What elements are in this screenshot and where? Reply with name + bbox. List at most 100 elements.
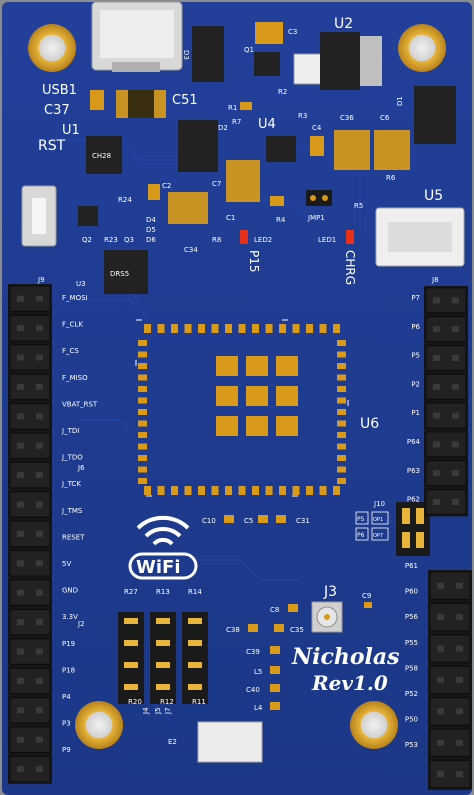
r12-label: R12 xyxy=(160,698,174,706)
r24-label: R24 xyxy=(118,196,132,204)
c37-capacitor xyxy=(90,90,104,110)
d1-diode xyxy=(414,86,456,144)
c38-label: C38 xyxy=(226,626,240,634)
wifi-logo-icon: WiFi xyxy=(128,515,198,580)
c9-label: C9 xyxy=(362,592,371,600)
c39-label: C39 xyxy=(246,648,260,656)
pin-label: P53 xyxy=(405,741,418,749)
r8-label: R8 xyxy=(212,236,221,244)
pin-label: P5 xyxy=(411,352,420,360)
c6-label: C6 xyxy=(380,114,390,122)
chrg-label: CHRG xyxy=(343,250,357,285)
u3-chip-text: DRS5 xyxy=(110,270,129,278)
c7-capacitor xyxy=(168,192,208,224)
c3-label: C3 xyxy=(288,28,297,36)
r23-label: R23 xyxy=(104,236,118,244)
pin-label: P62 xyxy=(407,496,420,504)
r1-label: R1 xyxy=(228,104,237,112)
j10-label: J10 xyxy=(373,500,385,508)
d6-label: D6 xyxy=(146,236,156,244)
pin-label: P63 xyxy=(407,467,420,475)
mounting-hole-top-left xyxy=(28,24,76,72)
pin-label: GND xyxy=(62,587,78,595)
r13-label: R13 xyxy=(156,588,170,596)
pin-label: F_CLK xyxy=(62,321,83,329)
c34-label: C34 xyxy=(184,246,198,254)
q2-transistor xyxy=(78,206,98,226)
r11-label: R11 xyxy=(192,698,206,706)
c51-label: C51 xyxy=(172,93,198,108)
u2-regulator xyxy=(320,32,360,90)
pin-label: 5V xyxy=(62,560,71,568)
d4-label: D4 xyxy=(146,216,156,224)
j4-label: J4 xyxy=(142,707,150,715)
q2-label: Q2 xyxy=(82,236,92,244)
j10-p6: P6 xyxy=(357,532,365,539)
pin-label: P52 xyxy=(405,690,418,698)
led2-indicator xyxy=(240,230,248,244)
u1-label: U1 xyxy=(62,123,80,138)
q3-label: Q3 xyxy=(124,236,134,244)
left-pin-labels: F_MOSIF_CLKF_CSF_MISOVBAT_RSTJ_TDIJ_TDOJ… xyxy=(61,294,98,754)
usb1-label: USB1 xyxy=(42,83,77,98)
j2-label: J2 xyxy=(77,620,85,628)
small-connector xyxy=(293,53,323,85)
pin-label: P1 xyxy=(411,409,420,417)
wifi-logo-text: WiFi xyxy=(136,557,181,578)
j5-label: J5 xyxy=(154,707,162,715)
pin-label: P3 xyxy=(62,720,71,728)
pin-label: P55 xyxy=(405,639,418,647)
c2-label: C2 xyxy=(162,182,171,190)
r27-label: R27 xyxy=(124,588,138,596)
left-pin-header[interactable] xyxy=(8,284,52,784)
j7-label: J7 xyxy=(164,707,172,715)
c1-label: C1 xyxy=(226,214,235,222)
u1-chip-text: CH28 xyxy=(92,152,111,160)
c31-label: C31 xyxy=(296,517,310,525)
c3-capacitor xyxy=(255,22,283,44)
pin-label: P2 xyxy=(411,380,420,388)
j10-jumper-header[interactable] xyxy=(396,502,430,556)
pin-label: P4 xyxy=(62,693,71,701)
board-revision: Rev1.0 xyxy=(311,671,388,695)
c5-label: C5 xyxy=(244,517,253,525)
c37-label: C37 xyxy=(44,103,70,118)
mounting-hole-bottom-left xyxy=(75,701,123,749)
r7-label: R7 xyxy=(232,118,241,126)
jmp1-jumper[interactable] xyxy=(306,190,332,206)
j3-antenna-connector[interactable] xyxy=(311,601,343,633)
c1-capacitor xyxy=(226,160,260,202)
pin-label: J_TMS xyxy=(61,507,83,515)
u3-label: U3 xyxy=(76,280,86,288)
c35-label: C35 xyxy=(290,626,304,634)
r5-label: R5 xyxy=(354,202,363,210)
pin-label: J_TDI xyxy=(61,427,79,435)
r1-resistor xyxy=(240,102,252,110)
e2-connector[interactable] xyxy=(197,721,263,763)
c10-label: C10 xyxy=(202,517,216,525)
right-pin-header-top[interactable] xyxy=(424,286,468,517)
r14-label: R14 xyxy=(188,588,202,596)
l5-label: L5 xyxy=(254,668,262,676)
d2-label: D2 xyxy=(218,124,228,132)
mode-jumper-headers[interactable] xyxy=(118,612,208,704)
j3-label: J3 xyxy=(323,584,337,600)
r20-label: R20 xyxy=(128,698,142,706)
pin-label: P18 xyxy=(62,666,75,674)
usb-connector xyxy=(91,1,183,72)
right-pin-header-bottom[interactable] xyxy=(428,570,472,790)
mounting-hole-top-right xyxy=(398,24,446,72)
u4-ic xyxy=(266,136,296,162)
pin-label: P56 xyxy=(405,613,419,621)
j10-op1: OP1 xyxy=(373,517,383,523)
pin-label: P61 xyxy=(405,562,418,570)
pin-label: F_MISO xyxy=(62,374,88,382)
pin-label: P64 xyxy=(407,438,421,446)
c4-capacitor xyxy=(310,136,324,156)
mounting-hole-bottom-right xyxy=(350,701,398,749)
pin-label: J_TCK xyxy=(61,480,81,488)
p15-label: P15 xyxy=(247,250,261,273)
c6-capacitor xyxy=(374,130,410,170)
u1-chip xyxy=(86,136,122,174)
